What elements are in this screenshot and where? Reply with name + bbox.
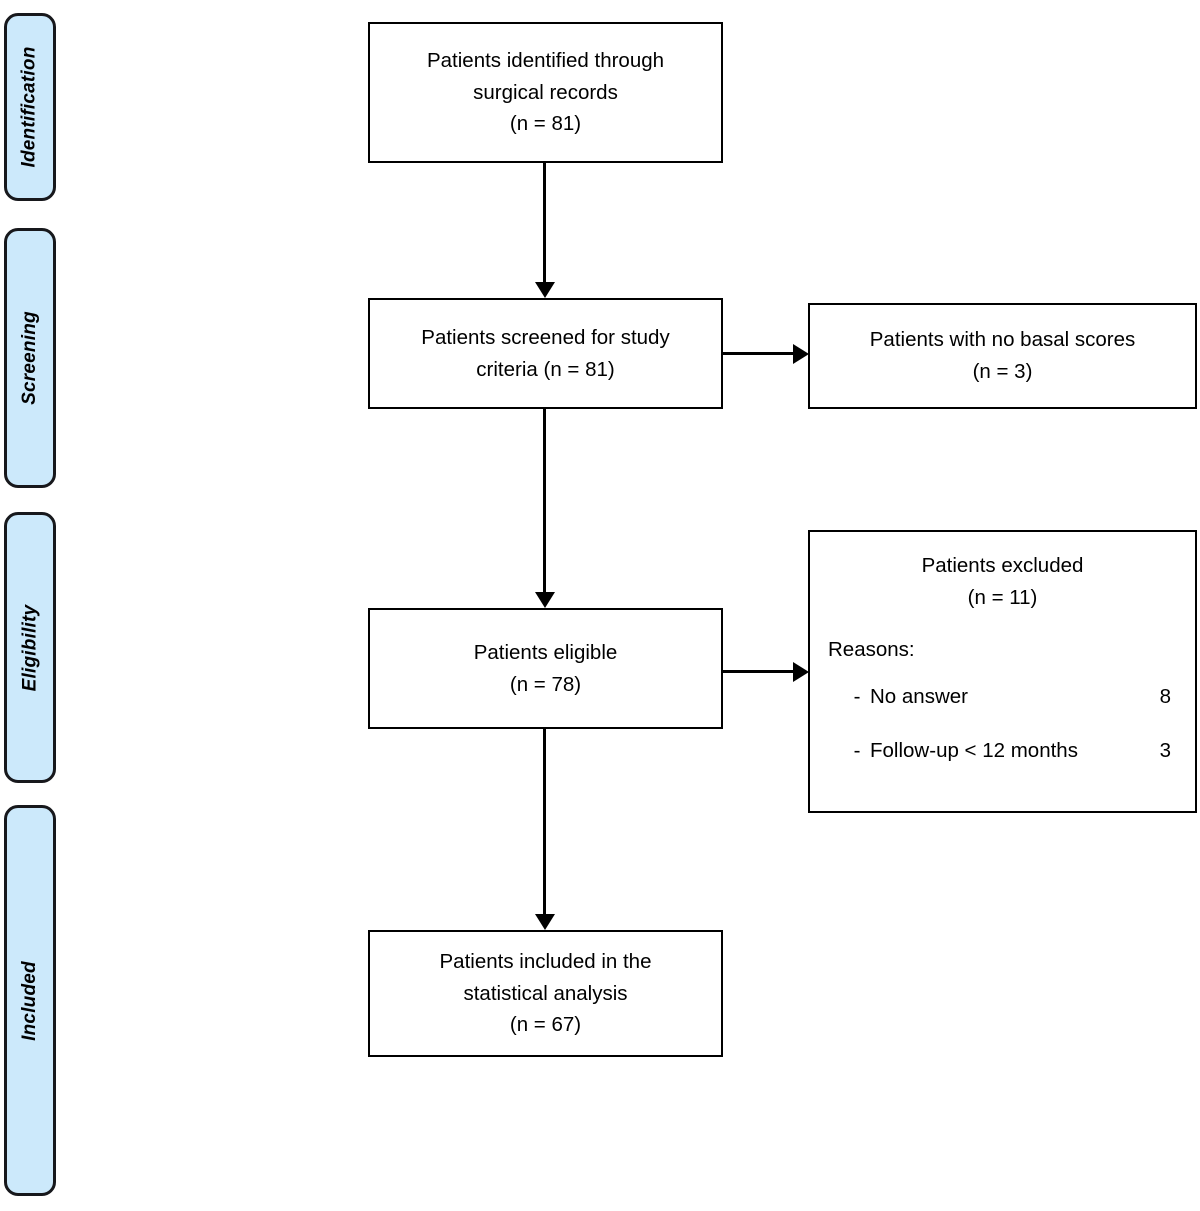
arrow-right-icon [793, 344, 809, 364]
arrow-down-icon [535, 592, 555, 608]
list-item: - No answer 8 [844, 681, 1171, 735]
box-eligible-count: (n = 78) [509, 672, 582, 696]
box-nobasal-line-1: Patients with no basal scores [869, 328, 1136, 352]
box-excluded-count: (n = 11) [967, 585, 1038, 609]
stage-chip-eligibility: Eligibility [4, 512, 56, 783]
reason-label: No answer [870, 685, 968, 709]
stage-label-identification: Identification [19, 46, 40, 168]
connector-screened-to-no-basal-scores [723, 352, 801, 355]
box-excluded-header: Patients excluded (n = 11) [810, 550, 1195, 614]
connector-eligible-to-included [543, 729, 546, 914]
bullet-dash-icon: - [853, 685, 861, 709]
connector-screened-to-eligible [543, 409, 546, 592]
arrow-down-icon [535, 914, 555, 930]
reason-label: Follow-up < 12 months [870, 739, 1078, 763]
box-included-line-1: Patients included in the [439, 949, 652, 973]
arrow-right-icon [793, 662, 809, 682]
arrow-down-icon [535, 282, 555, 298]
box-screened-line-2: criteria (n = 81) [476, 357, 615, 381]
connector-eligible-to-excluded [723, 670, 801, 673]
box-excluded-line-1: Patients excluded [921, 554, 1084, 577]
stage-label-screening: Screening [19, 311, 41, 405]
stage-label-eligibility: Eligibility [19, 604, 40, 691]
connector-identified-to-screened [543, 162, 546, 284]
stage-chip-identification: Identification [4, 13, 56, 201]
box-patients-included: Patients included in the statistical ana… [368, 930, 723, 1057]
stage-label-included: Included [19, 960, 40, 1041]
box-identified-count: (n = 81) [509, 112, 582, 136]
box-screened-line-1: Patients screened for study [421, 325, 670, 349]
box-patients-eligible: Patients eligible (n = 78) [368, 608, 723, 729]
box-patients-excluded: Patients excluded (n = 11) Reasons: - No… [808, 530, 1197, 813]
box-patients-identified: Patients identified through surgical rec… [368, 22, 723, 163]
box-eligible-line-1: Patients eligible [473, 640, 618, 664]
bullet-dash-icon: - [853, 739, 861, 763]
reason-count: 8 [1159, 685, 1171, 709]
box-included-line-2: statistical analysis [463, 981, 628, 1005]
box-included-count: (n = 67) [509, 1013, 582, 1037]
box-patients-no-basal-scores: Patients with no basal scores (n = 3) [808, 303, 1197, 409]
box-patients-screened: Patients screened for study criteria (n … [368, 298, 723, 409]
box-excluded-reasons-title: Reasons: [828, 637, 915, 661]
list-item: - Follow-up < 12 months 3 [844, 735, 1171, 789]
box-identified-line-1: Patients identified through [426, 48, 665, 72]
stage-chip-screening: Screening [4, 228, 56, 488]
box-excluded-reason-list: - No answer 8 - Follow-up < 12 months 3 [810, 681, 1195, 789]
stage-chip-included: Included [4, 805, 56, 1196]
box-nobasal-count: (n = 3) [972, 360, 1033, 383]
box-identified-line-2: surgical records [473, 80, 618, 104]
reason-count: 3 [1159, 739, 1171, 763]
